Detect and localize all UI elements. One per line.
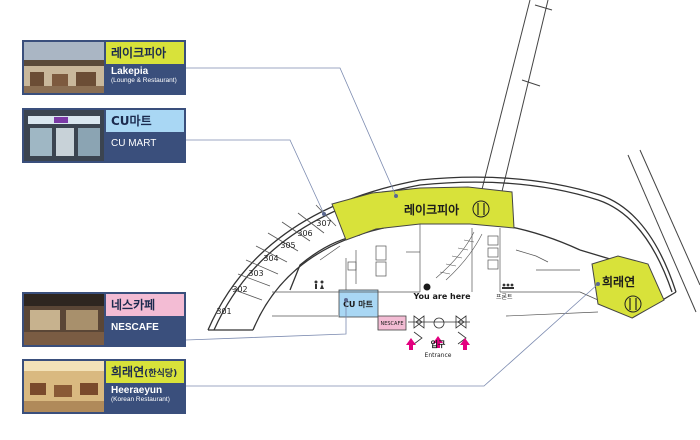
heeraeyun-en-name: Heeraeyun bbox=[111, 385, 163, 396]
nescafe-kr-label: 네스카페 bbox=[106, 294, 184, 316]
legend-card-heeraeyun[interactable]: 희래연(한식당) Heeraeyun (Korean Restaurant) bbox=[22, 359, 186, 414]
front-desk-icon bbox=[502, 283, 514, 289]
heeraeyun-cutlery-icon bbox=[624, 295, 642, 313]
room-305: 305 bbox=[280, 241, 295, 250]
leader-lines bbox=[185, 67, 599, 387]
lakepia-photo bbox=[24, 42, 104, 93]
right-road bbox=[627, 149, 700, 313]
nescafe-en-name: NESCAFE bbox=[111, 322, 159, 333]
heeraeyun-photo bbox=[24, 361, 104, 412]
lakepia-en-sub: (Lounge & Restaurant) bbox=[111, 77, 177, 84]
cu-mart-photo bbox=[24, 110, 104, 161]
heeraeyun-kr-name: 희래연 bbox=[111, 365, 145, 379]
heeraeyun-map-label: 희래연 bbox=[602, 274, 635, 289]
upper-walkway bbox=[477, 0, 553, 209]
elevators bbox=[487, 235, 499, 270]
cu-mart-area bbox=[338, 289, 379, 318]
heeraeyun-en-sub: (Korean Restaurant) bbox=[111, 396, 170, 403]
entrance-en-label: Entrance bbox=[425, 352, 452, 359]
heeraeyun-area bbox=[591, 255, 665, 319]
cu-mart-kr-label: CU마트 bbox=[106, 110, 184, 132]
entrance-doors bbox=[408, 315, 470, 345]
legend-card-nescafe[interactable]: 네스카페 NESCAFE bbox=[22, 292, 186, 347]
legend-card-lakepia[interactable]: 레이크피아 Lakepia (Lounge & Restaurant) bbox=[22, 40, 186, 95]
heeraeyun-en-label: Heeraeyun (Korean Restaurant) bbox=[111, 385, 185, 404]
heeraeyun-kr-sub: (한식당) bbox=[144, 369, 178, 379]
room-306: 306 bbox=[297, 229, 312, 238]
entrance-kr-label: 입구 bbox=[431, 339, 446, 349]
entrance-arrows bbox=[406, 336, 470, 350]
nescafe-map-label: NESCAFE bbox=[380, 321, 403, 327]
lakepia-kr-label: 레이크피아 bbox=[106, 42, 184, 64]
staircase bbox=[435, 231, 483, 281]
heeraeyun-kr-label: 희래연(한식당) bbox=[106, 361, 184, 383]
cu-map-label: CU 마트 bbox=[343, 299, 374, 309]
you-are-here-dot bbox=[423, 283, 431, 291]
room-numbers: 301 302 303 304 305 306 307 bbox=[216, 219, 331, 316]
you-are-here-label: You are here bbox=[412, 292, 471, 301]
lakepia-en-label: Lakepia (Lounge & Restaurant) bbox=[111, 66, 185, 85]
room-307: 307 bbox=[316, 219, 331, 228]
front-desk-label: 프론트 bbox=[496, 294, 513, 301]
lakepia-cutlery-icon bbox=[472, 200, 490, 218]
restroom-icon bbox=[314, 280, 324, 289]
room-303: 303 bbox=[248, 269, 263, 278]
cu-mart-en-label: CU MART bbox=[111, 138, 185, 149]
interior-walls bbox=[272, 224, 599, 330]
lakepia-map-label: 레이크피아 bbox=[404, 202, 459, 217]
nescafe-en-label: NESCAFE bbox=[111, 322, 185, 333]
room-302: 302 bbox=[232, 285, 247, 294]
leader-endpoints bbox=[322, 194, 600, 302]
room-301: 301 bbox=[216, 307, 231, 316]
room-304: 304 bbox=[263, 254, 278, 263]
nescafe-photo bbox=[24, 294, 104, 345]
room-dividers bbox=[231, 204, 337, 301]
cu-mart-en-name: CU MART bbox=[111, 138, 157, 149]
lakepia-en-name: Lakepia bbox=[111, 66, 149, 77]
legend-card-cu-mart[interactable]: CU마트 CU MART bbox=[22, 108, 186, 163]
lakepia-area bbox=[331, 186, 515, 241]
